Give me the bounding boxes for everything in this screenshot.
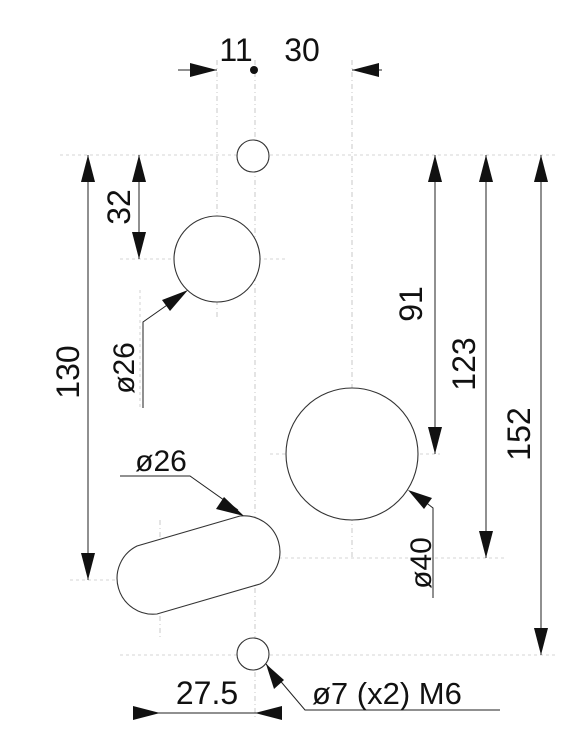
dimension-27-5: 27.5 <box>133 675 282 720</box>
dim-123-label: 123 <box>446 337 482 390</box>
callout-large-hole: ø40 <box>405 490 438 598</box>
upper-hole-26 <box>173 215 261 303</box>
upper-hole-dia-label: ø26 <box>108 342 141 394</box>
slot-26 <box>116 515 281 615</box>
slot-dia-label: ø26 <box>135 445 187 478</box>
dim-27-5-label: 27.5 <box>176 675 238 711</box>
dim-32-label: 32 <box>101 189 137 225</box>
dimension-123: 123 <box>446 155 493 558</box>
dimension-152: 152 <box>501 155 548 655</box>
dim-130-label: 130 <box>50 345 86 398</box>
dim-91-label: 91 <box>393 286 429 322</box>
dimension-91: 91 <box>393 155 442 454</box>
large-hole-40 <box>285 387 419 521</box>
features <box>116 139 419 671</box>
large-hole-dia-label: ø40 <box>405 537 438 589</box>
dimension-130: 130 <box>50 155 95 580</box>
top-mount-hole <box>236 139 270 173</box>
bottom-mount-hole <box>236 637 270 671</box>
datum-origin-dot <box>250 66 258 74</box>
callout-mount-holes: ø7 (x2) M6 <box>265 663 500 711</box>
dimension-top-horizontal: 11 30 <box>178 32 382 77</box>
callout-slot: ø26 <box>120 445 244 516</box>
mount-holes-label: ø7 (x2) M6 <box>312 676 462 711</box>
dim-30-label: 30 <box>284 32 320 68</box>
dim-152-label: 152 <box>501 407 537 460</box>
dim-11-label: 11 <box>219 32 252 68</box>
dimension-32: 32 <box>101 155 146 259</box>
callout-upper-hole: ø26 <box>108 290 188 408</box>
